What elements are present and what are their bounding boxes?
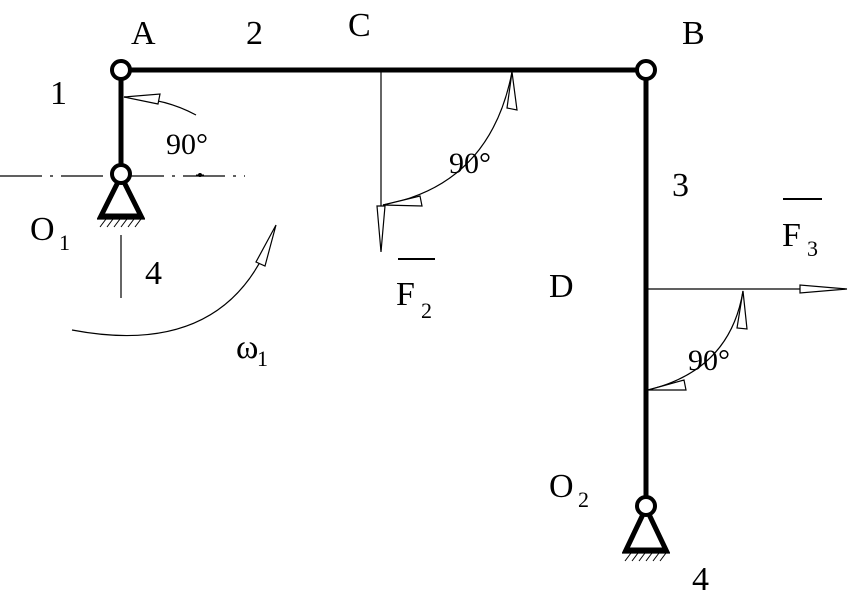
label-point-b: B xyxy=(682,15,705,52)
label-force-f2: F xyxy=(396,276,415,313)
label-pivot-o1: O xyxy=(30,211,55,248)
label-angle-a: 90° xyxy=(166,128,208,161)
label-pivot-o2-sub: 2 xyxy=(578,487,589,512)
label-omega: ω xyxy=(236,329,258,366)
joint-a xyxy=(110,59,132,81)
angle-arc-a xyxy=(123,93,197,116)
label-point-a: A xyxy=(131,15,156,52)
force-f3-arrow xyxy=(646,284,848,294)
label-angle-d: 90° xyxy=(688,344,730,377)
label-omega-sub: 1 xyxy=(257,346,268,371)
omega-rotation-arrow xyxy=(71,224,277,337)
label-point-d: D xyxy=(549,268,574,305)
label-link-1: 1 xyxy=(50,75,67,112)
label-link-3: 3 xyxy=(672,167,689,204)
label-force-f2-sub: 2 xyxy=(421,298,432,323)
ground-support-o1 xyxy=(96,163,146,228)
centerline-dot-mark xyxy=(196,173,204,177)
label-force-f3-sub: 3 xyxy=(807,236,818,261)
label-ground-left: 4 xyxy=(145,255,162,292)
label-force-f3: F xyxy=(782,217,801,254)
label-ground-right: 4 xyxy=(692,561,709,597)
label-point-c: C xyxy=(348,7,371,44)
angle-arc-c xyxy=(382,71,518,207)
label-link-2: 2 xyxy=(246,15,263,52)
label-pivot-o1-sub: 1 xyxy=(59,230,70,255)
label-pivot-o2: O xyxy=(549,468,574,505)
angle-arc-d xyxy=(647,290,748,391)
force-f2-arrow xyxy=(376,70,386,253)
label-angle-c: 90° xyxy=(449,147,491,180)
joint-b xyxy=(635,59,657,81)
ground-support-o2 xyxy=(622,495,670,562)
